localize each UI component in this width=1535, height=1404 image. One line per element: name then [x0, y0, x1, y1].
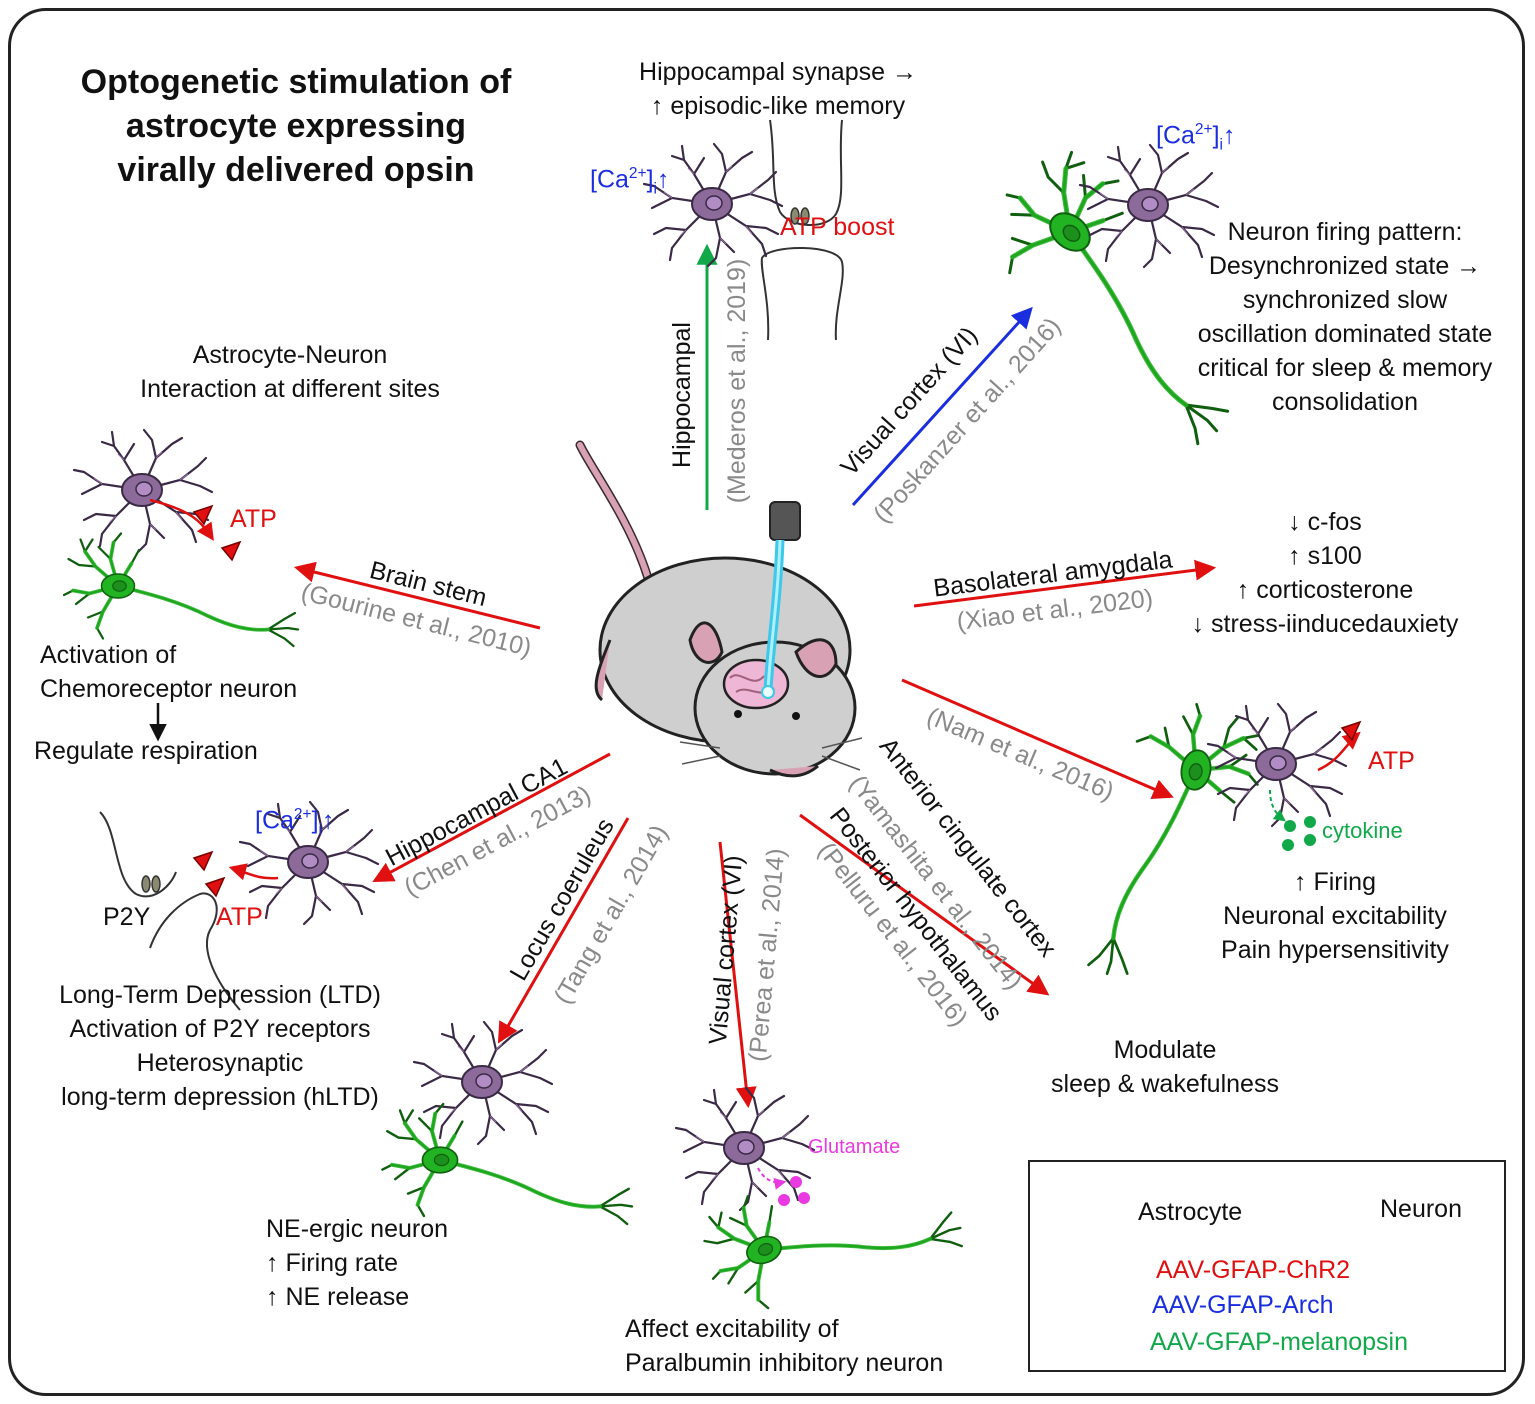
- hippocampal-reference: (Mederos et al., 2019): [723, 258, 751, 504]
- arrow-visual-bottom: [718, 841, 757, 1109]
- astrocyte-brainstem-icon: [72, 428, 214, 554]
- cytokine-label: cytokine: [1322, 818, 1403, 843]
- atp-release-arrow-nam: [1317, 731, 1361, 772]
- effect-line: Activation of P2Y receptors: [69, 1015, 371, 1043]
- hypothalamus-effect: Modulate sleep & wakefulness: [1015, 1033, 1315, 1101]
- effect-line: Activation of: [40, 641, 177, 669]
- title-line: Optogenetic stimulation of: [80, 63, 512, 101]
- p2y-label: P2Y: [103, 903, 151, 931]
- amygdala-effect: ↓ c-fos ↑ s100 ↑ corticosterone ↓ stress…: [1160, 505, 1490, 641]
- legend-arch-label: AAV-GFAP-Arch: [1152, 1291, 1334, 1319]
- cytokine-release-arrow: [1269, 789, 1286, 822]
- figure-frame: [8, 8, 1525, 1396]
- visual-top-effect: Neuron firing pattern: Desynchronized st…: [1160, 215, 1530, 419]
- caption-line: Astrocyte-Neuron: [192, 341, 388, 369]
- title-line: virally delivered opsin: [117, 151, 475, 189]
- legend-neuron-label: Neuron: [1380, 1195, 1462, 1223]
- arrow-nam: [901, 678, 1174, 799]
- title-line: astrocyte expressing: [125, 107, 467, 145]
- glutamate-label: Glutamate: [808, 1136, 901, 1158]
- hippocampal-region-label: Hippocampal: [668, 322, 696, 468]
- effect-line: critical for sleep & memory: [1197, 354, 1493, 382]
- arrow-hypothalamus: [799, 813, 1050, 996]
- effect-line: Neuron firing pattern:: [1227, 218, 1463, 246]
- legend-astrocyte-label: Astrocyte: [1138, 1198, 1243, 1226]
- center-caption: Astrocyte-Neuron Interaction at differen…: [90, 338, 490, 406]
- effect-line: Pain hypersensitivity: [1221, 936, 1449, 964]
- hippocampal-effect: Hippocampal synapse → ↑ episodic-like me…: [598, 55, 958, 123]
- glutamate-dots-icon: [778, 1176, 810, 1206]
- arrow-amygdala: [913, 559, 1217, 608]
- calcium-label-visual-top: [Ca2+]i↑: [1156, 121, 1236, 154]
- effect-line: Long-Term Depression (LTD): [59, 981, 381, 1009]
- atp-molecule-icon: [1341, 721, 1361, 741]
- effect-line: ↑ Firing rate: [266, 1249, 398, 1277]
- brainstem-outcome: Regulate respiration: [34, 737, 258, 765]
- visual-bottom-effect: Affect excitability of Paralbumin inhibi…: [625, 1312, 943, 1380]
- calcium-label-ca1: [Ca2+]i↑: [255, 806, 335, 839]
- atp-label-nam: ATP: [1368, 747, 1415, 775]
- atp-molecule-icon: [193, 851, 213, 871]
- effect-line: ↓ c-fos: [1288, 508, 1362, 536]
- locus-effect: NE-ergic neuron ↑ Firing rate ↑ NE relea…: [266, 1212, 448, 1314]
- effect-line: Modulate: [1113, 1036, 1217, 1064]
- atp-label-brainstem: ATP: [230, 505, 277, 533]
- effect-line: ↓ stress-iinducedauxiety: [1191, 610, 1459, 638]
- calcium-label-hippocampal: [Ca2+]i↑: [590, 165, 670, 198]
- glutamate-release-arrow: [757, 1167, 787, 1190]
- legend-chr2-label: AAV-GFAP-ChR2: [1156, 1256, 1351, 1284]
- effect-line: ↑ episodic-like memory: [650, 92, 906, 120]
- synapse-ca1-illustration: [99, 811, 241, 1011]
- effect-line: Hippocampal synapse →: [639, 58, 917, 86]
- effect-line: Neuronal excitability: [1223, 902, 1447, 930]
- neuron-brainstem-icon: [62, 531, 300, 648]
- effect-line: NE-ergic neuron: [266, 1215, 449, 1243]
- atp-release-arrow-ca1: [228, 863, 279, 881]
- legend-box: [1028, 1160, 1506, 1372]
- effect-line: Paralbumin inhibitory neuron: [625, 1349, 944, 1377]
- vesicle-icon: [141, 875, 151, 893]
- effect-line: Affect excitability of: [625, 1315, 839, 1343]
- synapse-top-illustration: [760, 119, 844, 341]
- effect-line: ↑ Firing: [1294, 868, 1376, 896]
- effect-line: long-term depression (hLTD): [61, 1083, 379, 1111]
- atp-molecule-icon: [221, 541, 241, 561]
- figure-title: Optogenetic stimulation of astrocyte exp…: [36, 60, 556, 192]
- arrow-brain-stem: [293, 561, 541, 630]
- vesicle-icon: [151, 875, 161, 893]
- atp-label-ca1: ATP: [216, 903, 263, 931]
- effect-line: consolidation: [1272, 388, 1418, 416]
- mouse-illustration: [575, 440, 863, 778]
- brainstem-effect: Activation of Chemoreceptor neuron: [40, 638, 297, 706]
- effect-line: Desynchronized state →: [1208, 252, 1482, 280]
- nam-effect: ↑ Firing Neuronal excitability Pain hype…: [1180, 865, 1490, 967]
- effect-line: sleep & wakefulness: [1051, 1070, 1279, 1098]
- astrocyte-visual-bottom-icon: [674, 1086, 816, 1212]
- legend-melanopsin-label: AAV-GFAP-melanopsin: [1150, 1328, 1408, 1356]
- effect-line: ↑ corticosterone: [1236, 576, 1414, 604]
- ca1-effect: Long-Term Depression (LTD) Activation of…: [20, 978, 420, 1114]
- atp-molecule-icon: [205, 877, 225, 897]
- effect-line: ↑ s100: [1288, 542, 1362, 570]
- cytokine-dots-icon: [1282, 816, 1316, 851]
- atp-release-arrow-brainstem: [149, 498, 214, 541]
- effect-line: Chemoreceptor neuron: [40, 675, 298, 703]
- effect-line: Heterosynaptic: [136, 1049, 304, 1077]
- arrow-ca1: [372, 752, 611, 882]
- caption-line: Interaction at different sites: [140, 375, 440, 403]
- vesicle-pair-top: [790, 207, 810, 225]
- arrow-visual-top: [851, 306, 1033, 507]
- effect-line: synchronized slow: [1242, 286, 1448, 314]
- effect-line: ↑ NE release: [266, 1283, 410, 1311]
- effect-line: oscillation dominated state: [1197, 320, 1493, 348]
- neuron-locus-icon: [382, 1104, 632, 1224]
- atp-boost-label: ATP boost: [780, 213, 895, 241]
- arrow-locus: [497, 817, 630, 1044]
